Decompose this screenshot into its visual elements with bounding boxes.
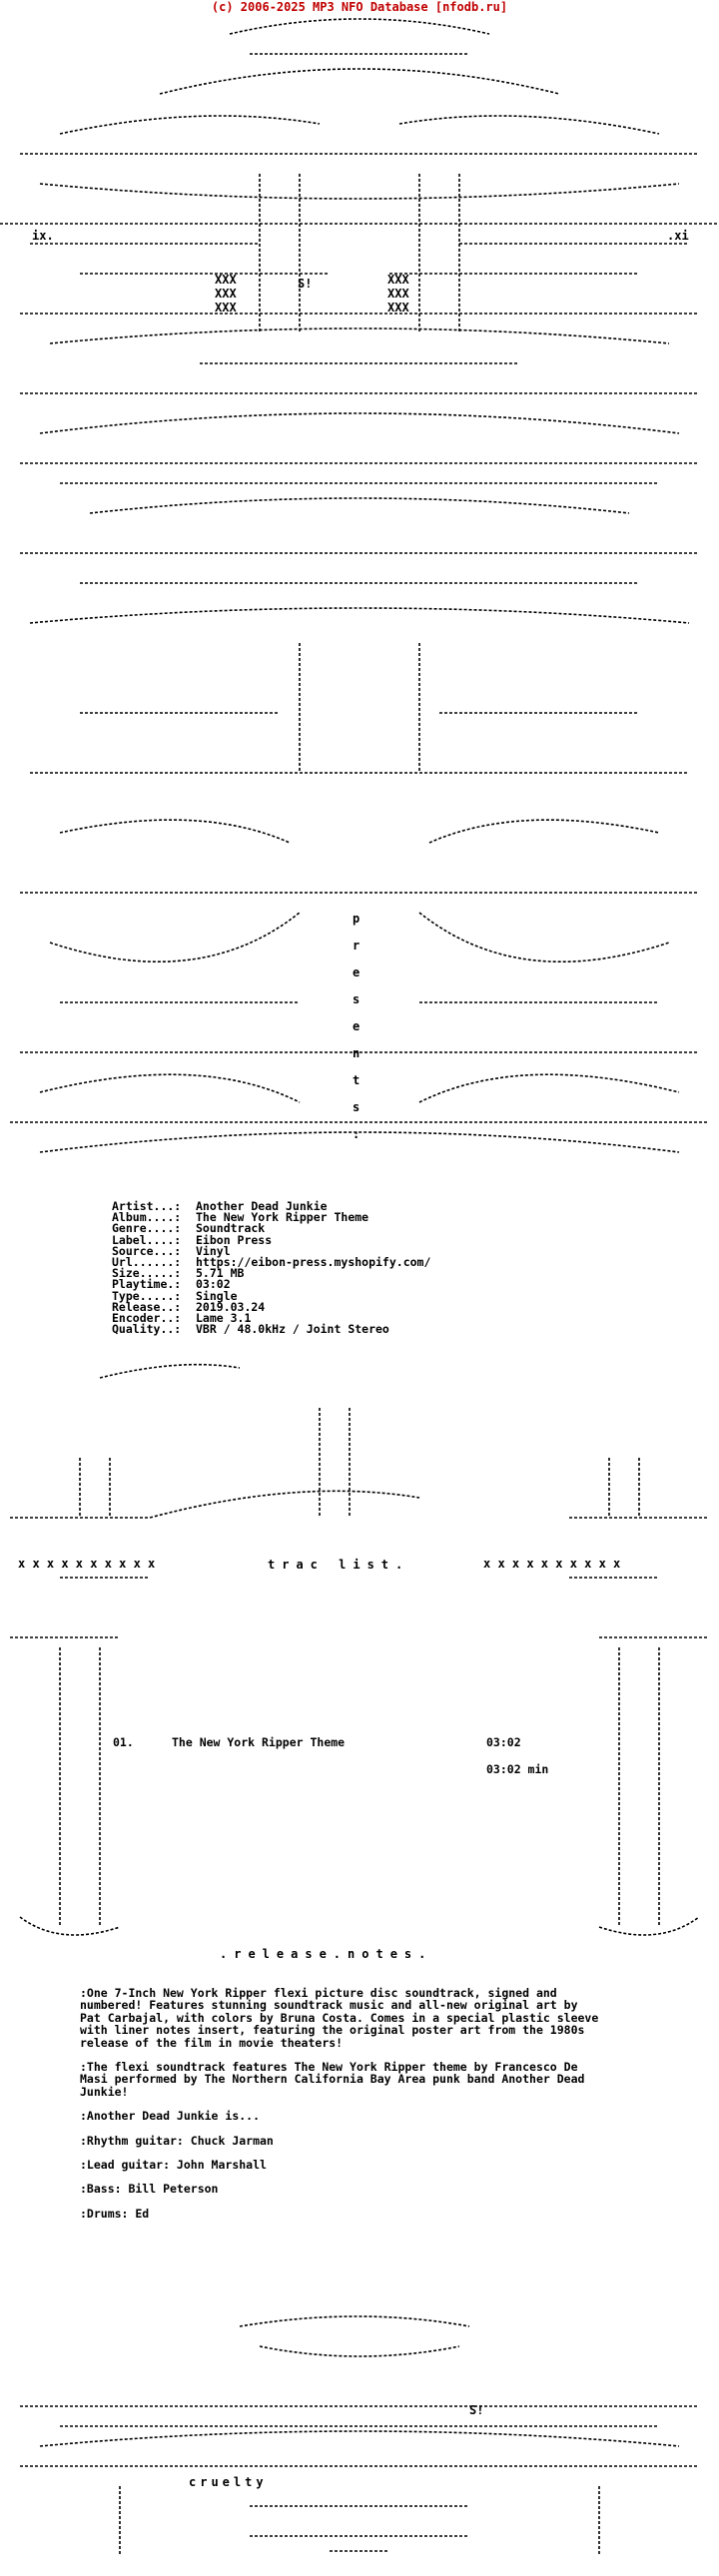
svg-text:n: n [353, 1046, 360, 1060]
svg-text:s: s [353, 1100, 360, 1114]
svg-text:ix.: ix. [32, 229, 54, 243]
info-key: Artist...: [112, 1199, 182, 1213]
info-key: Source...: [112, 1243, 182, 1258]
svg-text:XXX: XXX [215, 301, 237, 315]
note-paragraph: :Drums: Ed [80, 2206, 150, 2221]
info-row: Release..: 2019.03.24 [112, 1299, 430, 1314]
info-value: 03:02 [196, 1277, 231, 1292]
info-row: Artist...: Another Dead Junkie [112, 1199, 430, 1213]
svg-text:XXX: XXX [215, 273, 237, 287]
info-value: 5.71 MB [196, 1266, 245, 1281]
info-row: Type.....: Single [112, 1288, 430, 1303]
info-row: Genre....: Soundtrack [112, 1221, 430, 1236]
info-value: Vinyl [196, 1243, 231, 1258]
info-row: Encoder..: Lame 3.1 [112, 1311, 430, 1326]
tracklist-heading: trac list. [268, 1558, 410, 1572]
note-paragraph: :Lead guitar: John Marshall [80, 2158, 267, 2173]
footer-word: cruelty [189, 2475, 268, 2489]
release-notes-heading: .release.notes. [220, 1947, 433, 1961]
track-title: The New York Ripper Theme [172, 1735, 346, 1749]
tracklist-ascii-art: x x x x x x x x x x x x x x x x x x x x [10, 1363, 709, 1936]
note-paragraph: :Bass: Bill Peterson [80, 2182, 219, 2197]
info-key: Encoder..: [112, 1311, 182, 1326]
note-paragraph: :Rhythm guitar: Chuck Jarman [80, 2133, 274, 2148]
info-value: Another Dead Junkie [196, 1199, 328, 1213]
svg-text:r: r [353, 939, 360, 953]
info-key: Type.....: [112, 1288, 182, 1303]
info-row: Quality..: VBR / 48.0kHz / Joint Stereo [112, 1322, 430, 1337]
info-key: Release..: [112, 1299, 182, 1314]
info-key: Quality..: [112, 1322, 182, 1337]
info-row: Label....: Eibon Press [112, 1232, 430, 1247]
svg-text:.xi: .xi [667, 229, 689, 243]
info-value: Soundtrack [196, 1221, 266, 1236]
track-total: 03:02 min [486, 1762, 549, 1776]
svg-text:x x x x x x x x x x: x x x x x x x x x x [483, 1557, 620, 1571]
info-key: Album....: [112, 1210, 182, 1225]
info-key: Label....: [112, 1232, 182, 1247]
svg-text:p: p [353, 912, 360, 926]
note-paragraph: :One 7-Inch New York Ripper flexi pictur… [80, 1986, 599, 2050]
info-value: VBR / 48.0kHz / Joint Stereo [196, 1322, 389, 1337]
track-number: 01. [113, 1735, 134, 1749]
info-value: Eibon Press [196, 1232, 273, 1247]
track-duration: 03:02 [486, 1735, 521, 1749]
svg-text::: : [353, 1127, 360, 1141]
svg-text:S!: S! [469, 2403, 483, 2417]
footer-ascii-art: S! [20, 2315, 699, 2556]
info-value: The New York Ripper Theme [196, 1210, 369, 1225]
svg-text:XXX: XXX [387, 301, 409, 315]
info-row: Album....: The New York Ripper Theme [112, 1210, 430, 1225]
svg-text:S!: S! [298, 277, 312, 291]
info-value: https://eibon-press.myshopify.com/ [196, 1255, 431, 1270]
note-paragraph: :Another Dead Junkie is... [80, 2109, 261, 2124]
release-notes: :One 7-Inch New York Ripper flexi pictur… [80, 1987, 599, 2232]
info-row: Playtime.: 03:02 [112, 1277, 430, 1292]
svg-text:XXX: XXX [387, 273, 409, 287]
info-key: Size.....: [112, 1266, 182, 1281]
svg-text:x x x x x x x x x x: x x x x x x x x x x [18, 1557, 155, 1571]
svg-text:e: e [353, 966, 360, 979]
svg-text:t: t [353, 1073, 360, 1087]
note-paragraph: :The flexi soundtrack features The New Y… [80, 2060, 585, 2099]
info-value: 2019.03.24 [196, 1299, 266, 1314]
svg-text:s: s [353, 992, 360, 1006]
top-ascii-art: ix. .xi XXX XXX XXX XXX XXX XXX S! p r e… [0, 18, 719, 1153]
info-row: Url......: https://eibon-press.myshopify.… [112, 1255, 431, 1270]
info-value: Single [196, 1288, 238, 1303]
info-row: Source...: Vinyl [112, 1243, 430, 1258]
info-value: Lame 3.1 [196, 1311, 252, 1326]
svg-text:e: e [353, 1019, 360, 1033]
nfo-banner: (c) 2006-2025 MP3 NFO Database [nfodb.ru… [211, 0, 508, 14]
info-key: Playtime.: [112, 1277, 182, 1292]
svg-text:XXX: XXX [387, 287, 409, 301]
info-key: Genre....: [112, 1221, 182, 1236]
svg-text:XXX: XXX [215, 287, 237, 301]
info-key: Url......: [112, 1255, 182, 1270]
info-row: Size.....: 5.71 MB [112, 1266, 430, 1281]
